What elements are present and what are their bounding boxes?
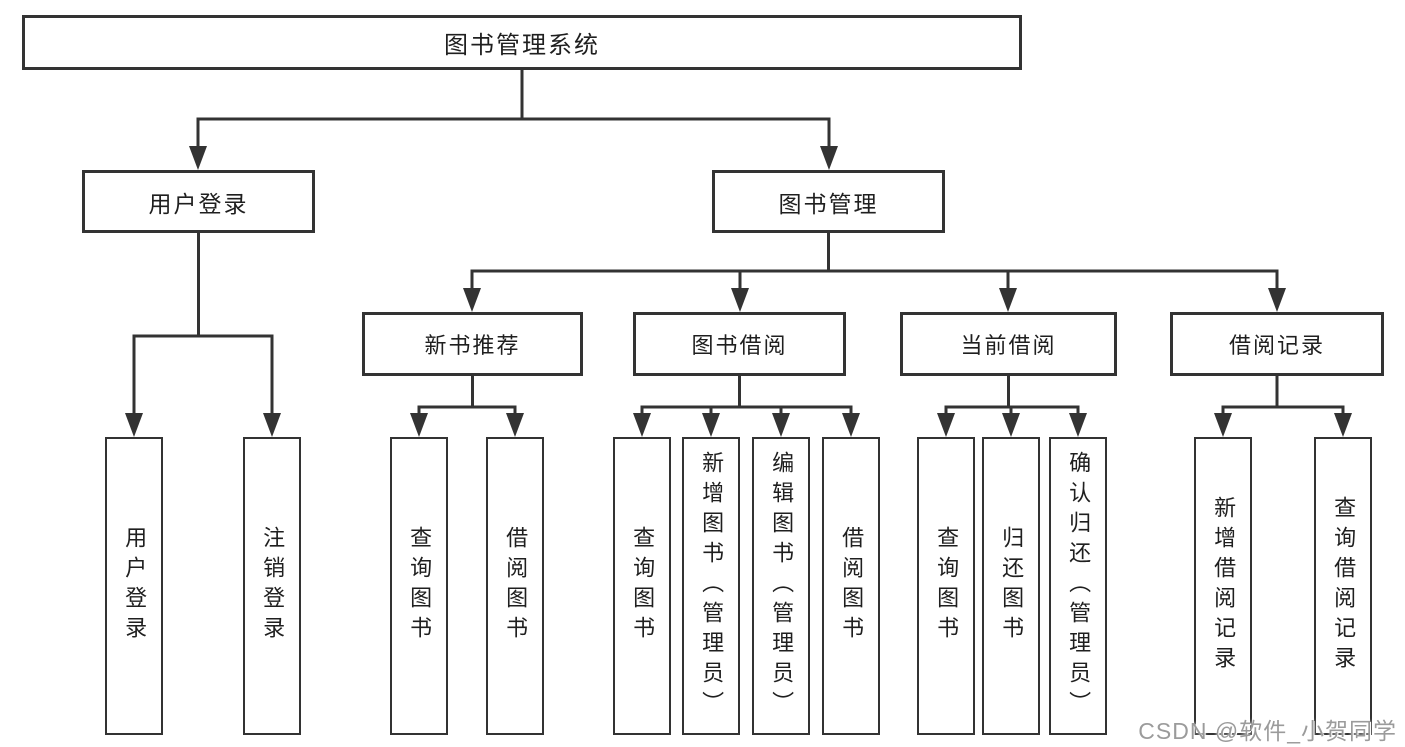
leaf-record-query: 查询借阅记录 (1314, 437, 1372, 735)
leaf-user-login: 用户登录 (105, 437, 163, 735)
leaf-recommend-borrow-book: 借阅图书 (486, 437, 544, 735)
leaf-record-add: 新增借阅记录 (1194, 437, 1252, 735)
leaf-borrow-edit-book-admin: 编辑图书（管理员） (752, 437, 810, 735)
leaf-logout: 注销登录 (243, 437, 301, 735)
leaf-current-return-book-label: 归还图书 (999, 526, 1025, 646)
leaf-record-query-label: 查询借阅记录 (1331, 496, 1357, 676)
watermark-text: CSDN @软件_小贺同学 (1138, 718, 1397, 744)
leaf-borrow-add-book-admin: 新增图书（管理员） (682, 437, 740, 735)
node-borrow-record: 借阅记录 (1170, 312, 1384, 376)
leaf-logout-label: 注销登录 (260, 526, 286, 646)
leaf-borrow-edit-book-admin-label: 编辑图书（管理员） (769, 451, 795, 721)
node-book-borrow: 图书借阅 (633, 312, 846, 376)
leaf-record-add-label: 新增借阅记录 (1211, 496, 1237, 676)
node-book-management: 图书管理 (712, 170, 945, 233)
leaf-current-confirm-return-admin-label: 确认归还（管理员） (1066, 451, 1092, 721)
node-user-login: 用户登录 (82, 170, 315, 233)
leaf-borrow-query-book-label: 查询图书 (630, 526, 656, 646)
leaf-recommend-query-book-label: 查询图书 (407, 526, 433, 646)
leaf-borrow-borrow-book-label: 借阅图书 (839, 526, 865, 646)
leaf-borrow-query-book: 查询图书 (613, 437, 671, 735)
leaf-recommend-query-book: 查询图书 (390, 437, 448, 735)
leaf-borrow-borrow-book: 借阅图书 (822, 437, 880, 735)
node-new-book-recommend: 新书推荐 (362, 312, 583, 376)
tree-edges (132, 70, 1345, 417)
leaf-user-login-label: 用户登录 (122, 526, 148, 646)
node-root-system: 图书管理系统 (22, 15, 1022, 70)
node-current-borrow: 当前借阅 (900, 312, 1117, 376)
leaf-current-query-book-label: 查询图书 (934, 526, 960, 646)
leaf-current-return-book: 归还图书 (982, 437, 1040, 735)
leaf-borrow-add-book-admin-label: 新增图书（管理员） (699, 451, 725, 721)
leaf-recommend-borrow-book-label: 借阅图书 (503, 526, 529, 646)
arrowheads (125, 146, 1352, 437)
leaf-current-query-book: 查询图书 (917, 437, 975, 735)
leaf-current-confirm-return-admin: 确认归还（管理员） (1049, 437, 1107, 735)
